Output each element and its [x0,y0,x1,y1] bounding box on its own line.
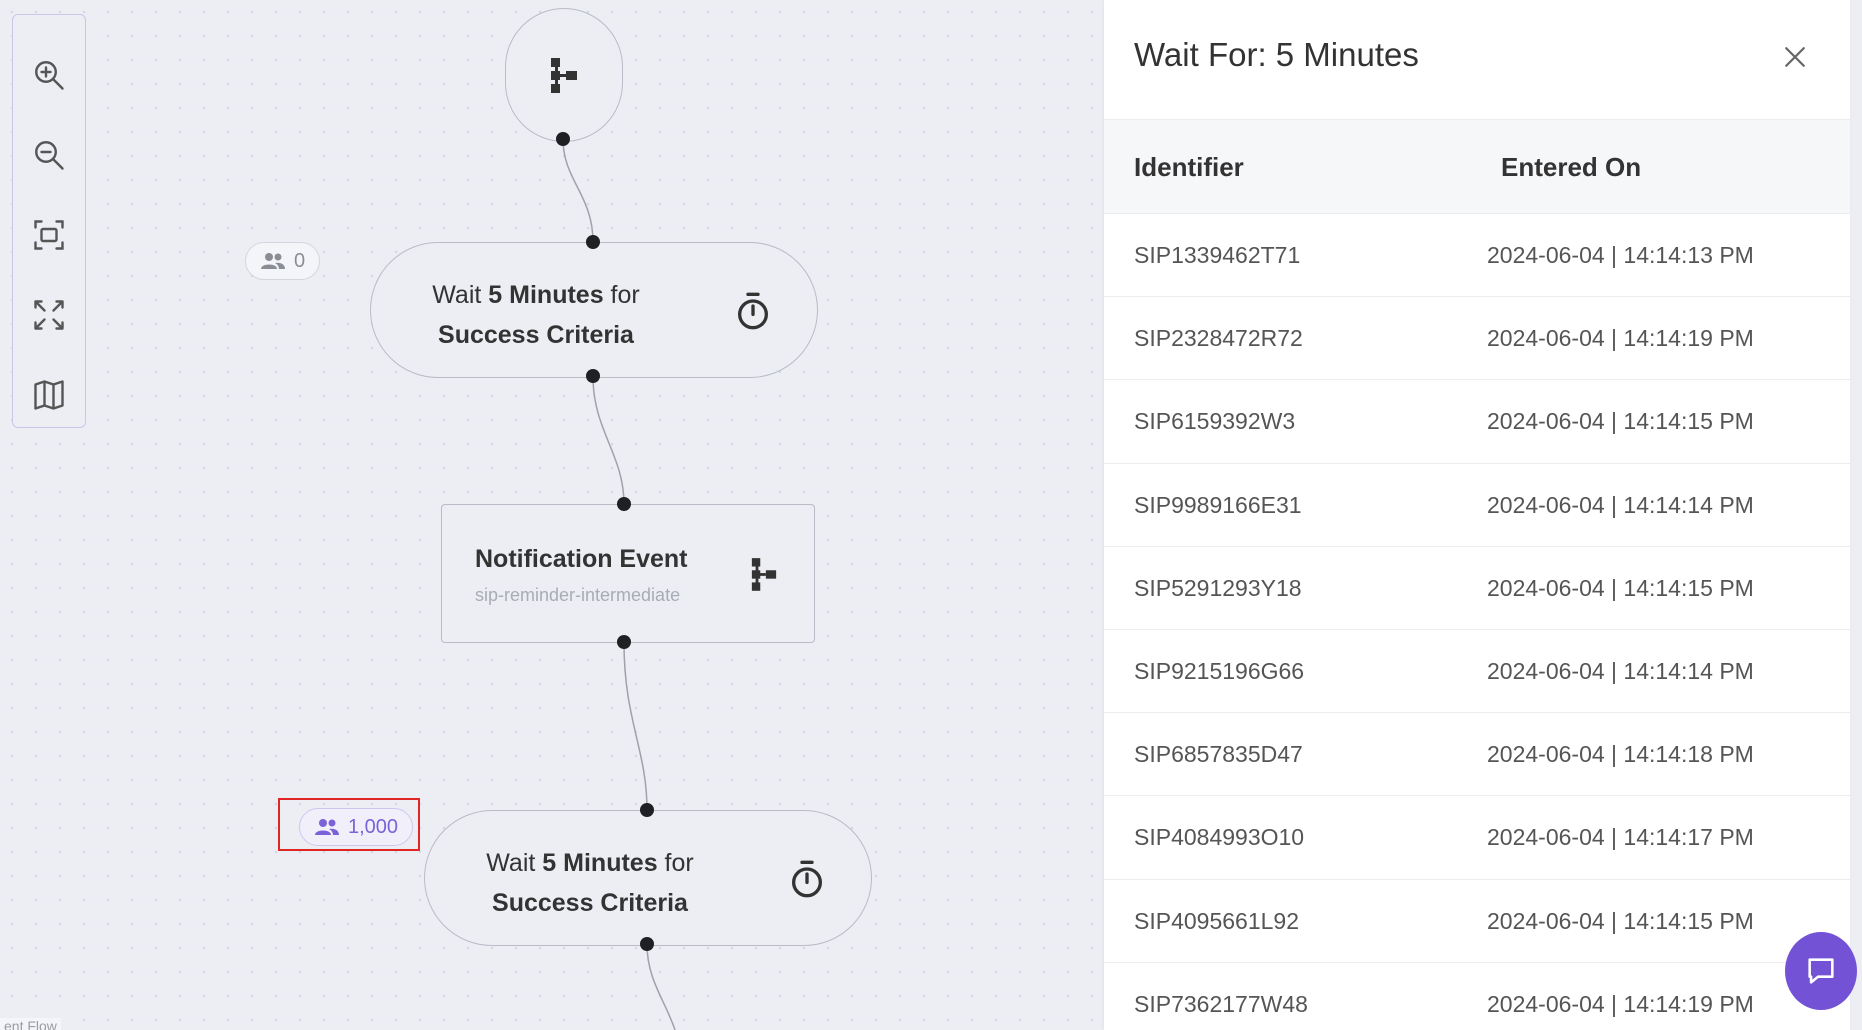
zoom-in-button[interactable] [13,45,84,105]
highlight-box [278,798,420,851]
minimap-icon [33,380,64,410]
wait-criteria: Success Criteria [492,889,688,917]
canvas-toolbar [12,14,86,428]
user-count: 0 [294,249,306,272]
notification-title: Notification Event [475,545,688,573]
row-identifier: SIP4095661L92 [1134,907,1299,934]
flow-branch-icon [551,58,577,93]
edge-notification-to-wait2 [623,642,648,811]
row-entered-on: 2024-06-04 | 14:14:18 PM [1487,741,1754,768]
zoom-in-icon [34,61,64,90]
fullscreen-icon [33,300,64,330]
fit-view-icon [33,220,64,250]
wait-suffix: for [610,281,640,309]
connector-dot [617,497,631,511]
connector-dot [640,937,654,951]
table-row[interactable]: SIP1339462T71 2024-06-04 | 14:14:13 PM [1104,214,1850,298]
edge-wait1-to-notification [592,376,625,505]
column-identifier: Identifier [1134,152,1244,182]
chat-button[interactable] [1785,932,1857,1010]
flow-branch-icon [751,558,777,591]
row-identifier: SIP1339462T71 [1134,242,1301,268]
row-identifier: SIP9989166E31 [1134,491,1302,518]
edge-wait2-to-next [646,943,676,1030]
row-entered-on: 2024-06-04 | 14:14:15 PM [1487,574,1754,601]
timer-icon [738,292,768,330]
table-row[interactable]: SIP6159392W3 2024-06-04 | 14:14:15 PM [1104,380,1850,464]
row-identifier: SIP2328472R72 [1134,325,1303,352]
fullscreen-button[interactable] [13,285,84,345]
user-count-badge[interactable]: 1,000 [299,808,414,846]
fit-view-button[interactable] [13,205,84,265]
flow-footer-label: ent Flow [0,1018,61,1030]
table-row[interactable]: SIP9215196G66 2024-06-04 | 14:14:14 PM [1104,630,1850,714]
table-row[interactable]: SIP9989166E31 2024-06-04 | 14:14:14 PM [1104,464,1850,547]
row-identifier: SIP5291293Y18 [1134,574,1302,601]
zoom-out-button[interactable] [13,125,84,185]
wait-duration: 5 Minutes [542,849,658,877]
close-icon[interactable] [1780,42,1810,72]
column-entered-on: Entered On [1501,152,1642,182]
connector-dot [617,635,631,649]
row-identifier: SIP6159392W3 [1134,408,1296,435]
notification-subtitle: sip-reminder-intermediate [475,585,681,605]
connector-dot [640,803,654,817]
row-identifier: SIP7362177W48 [1134,990,1308,1017]
chat-icon [1808,958,1834,984]
row-entered-on: 2024-06-04 | 14:14:15 PM [1487,907,1754,934]
row-entered-on: 2024-06-04 | 14:14:13 PM [1487,242,1754,268]
panel-title: Wait For: 5 Minutes [1134,36,1419,73]
row-entered-on: 2024-06-04 | 14:14:19 PM [1487,990,1754,1017]
table-row[interactable]: SIP4095661L92 2024-06-04 | 14:14:15 PM [1104,880,1850,963]
row-identifier: SIP9215196G66 [1134,657,1305,684]
wait-prefix: Wait [432,281,482,309]
timer-icon [792,860,822,898]
minimap-button[interactable] [13,365,84,425]
row-entered-on: 2024-06-04 | 14:14:15 PM [1487,408,1754,435]
panel-header: Wait For: 5 Minutes [1104,0,1850,120]
wait-node[interactable]: Wait 5 Minutes for Success Criteria [424,810,872,946]
table-row[interactable]: SIP4084993O10 2024-06-04 | 14:14:17 PM [1104,796,1850,880]
users-icon [261,253,285,269]
table-row[interactable]: SIP6857835D47 2024-06-04 | 14:14:18 PM [1104,713,1850,797]
notification-event-node[interactable]: Notification Event sip-reminder-intermed… [441,504,815,643]
start-node[interactable] [505,8,623,142]
row-entered-on: 2024-06-04 | 14:14:14 PM [1487,491,1754,518]
connector-dot [556,132,570,146]
table-header: Identifier Entered On [1104,120,1850,214]
connector-dot [586,369,600,383]
wait-node[interactable]: Wait 5 Minutes for Success Criteria [370,242,818,378]
connector-dot [586,235,600,249]
table-body: SIP1339462T71 2024-06-04 | 14:14:13 PM SI… [1104,214,1850,1030]
user-count: 1,000 [348,815,399,838]
details-panel: Wait For: 5 Minutes Identifier Entered O… [1104,0,1850,1030]
row-entered-on: 2024-06-04 | 14:14:14 PM [1487,657,1754,684]
table-row[interactable]: SIP2328472R72 2024-06-04 | 14:14:19 PM [1104,297,1850,381]
flow-edges [562,138,676,1030]
row-entered-on: 2024-06-04 | 14:14:19 PM [1487,325,1754,352]
row-entered-on: 2024-06-04 | 14:14:17 PM [1487,824,1754,851]
flow-canvas[interactable]: Wait 5 Minutes for Success Criteria Noti… [0,0,1104,1030]
wait-criteria: Success Criteria [438,321,634,349]
zoom-out-icon [34,141,64,170]
row-identifier: SIP4084993O10 [1134,824,1305,851]
edge-start-to-wait1 [562,138,594,243]
users-icon [315,819,339,835]
row-identifier: SIP6857835D47 [1134,741,1303,768]
wait-suffix: for [664,849,694,877]
user-count-badge[interactable]: 0 [245,242,321,280]
table-row[interactable]: SIP7362177W48 2024-06-04 | 14:14:19 PM [1104,963,1850,1030]
wait-prefix: Wait [486,849,536,877]
wait-duration: 5 Minutes [488,281,604,309]
table-row[interactable]: SIP5291293Y18 2024-06-04 | 14:14:15 PM [1104,547,1850,630]
